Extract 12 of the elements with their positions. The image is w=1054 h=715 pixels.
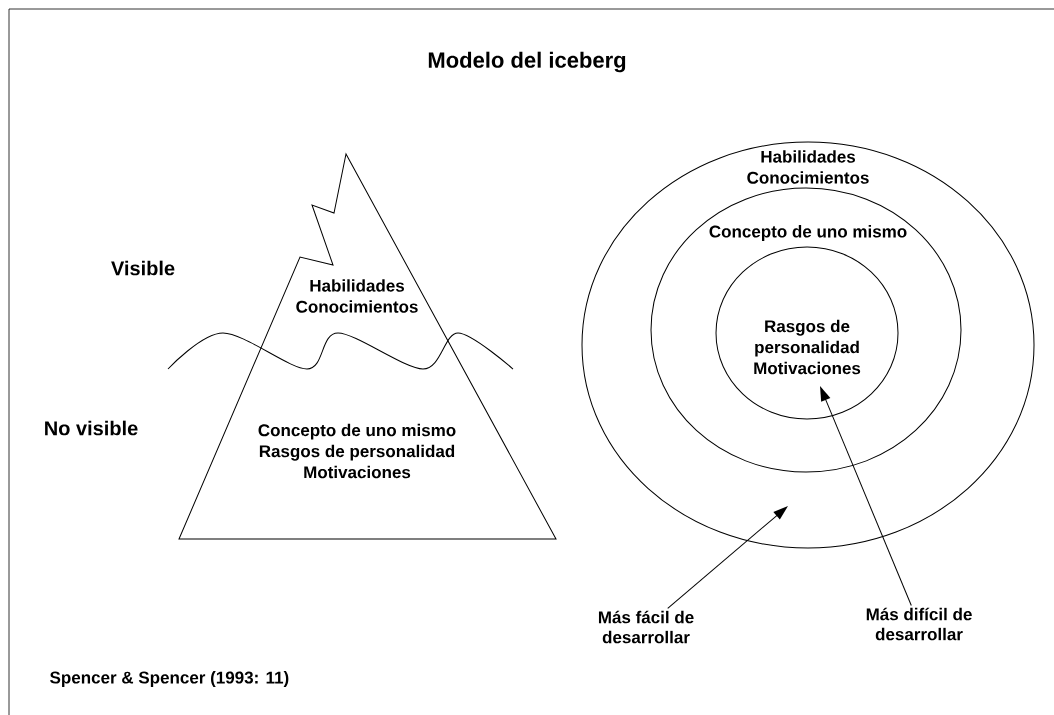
title: Modelo del iceberg: [428, 51, 626, 73]
iceberg-label: Habilidades Conocimientos: [296, 279, 418, 313]
note-text: Más fácil de desarrollar: [598, 610, 694, 644]
source-note: Spencer & Spencer (1993: 11): [50, 671, 289, 687]
side-label: No visible: [45, 420, 138, 436]
note-text: Más difícil de desarrollar: [866, 607, 972, 641]
arrow: [667, 506, 788, 609]
iceberg-label: Concepto de uno mismo Rasgos de personalidad Motivaciones: [258, 423, 456, 479]
arrow: [820, 386, 912, 606]
ring-label: Concepto de uno mismo: [709, 225, 907, 241]
ring-label: Rasgos de personalidad Motivaciones: [754, 319, 861, 375]
ring-label: Habilidades Conocimientos: [747, 150, 869, 184]
